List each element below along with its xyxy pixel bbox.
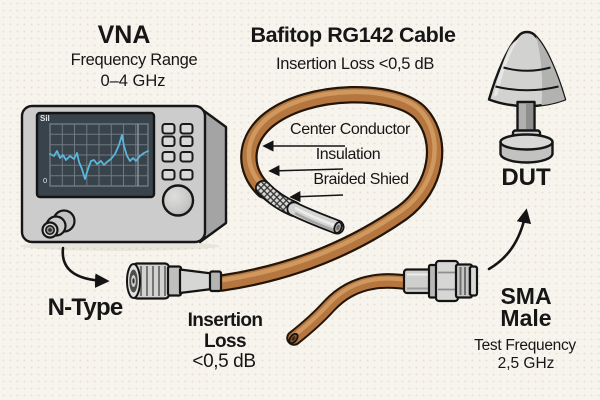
insertion-loss-line1: Insertion [187, 310, 263, 331]
sma-label-line1: SMA [500, 283, 552, 309]
vna-button [161, 135, 176, 147]
cross-section-label-braided-shield: Braided Shied [313, 171, 409, 188]
cable-coil-illustration [213, 86, 444, 292]
arrow-vna-to-ntype [61, 246, 110, 288]
vna-knob [161, 184, 195, 217]
cross-section-label-center-conductor: Center Conductor [290, 121, 410, 138]
n-type-label: N-Type [47, 294, 124, 321]
dut-label: DUT [501, 164, 551, 191]
insertion-loss-line3: <0,5 dB [192, 351, 256, 372]
vna-subtitle-ghz-range: 0–4 GHz [100, 72, 166, 90]
vna-title: VNA [97, 21, 151, 49]
insertion-loss-line2: Loss [204, 331, 247, 352]
cross-section-pointer-lines [262, 140, 345, 203]
vna-button [179, 123, 194, 135]
cable-section-title: Bafitop RG142 Cable [250, 23, 456, 47]
dut-illustration [487, 30, 567, 164]
screen-axis-zero: 0 [43, 176, 48, 185]
vna-button [161, 151, 176, 163]
vna-shadow [20, 241, 220, 251]
vna-buttons [161, 123, 194, 181]
pointer-braided-shield [289, 191, 344, 203]
vna-button [161, 123, 176, 135]
test-frequency-label: Test Frequency [474, 337, 576, 354]
pointer-insulation [268, 165, 344, 177]
vna-screen [35, 111, 156, 199]
screen-trace-line [49, 134, 149, 180]
cross-section-label-insulation: Insulation [315, 146, 381, 163]
sma-connector-illustration [402, 259, 479, 303]
vna-button [179, 151, 194, 163]
vna-button [179, 169, 194, 181]
stripped-cable-tip [286, 201, 345, 235]
sma-cable-illustration [286, 273, 420, 346]
vna-device-illustration [20, 104, 228, 251]
vna-button [161, 169, 176, 181]
arrow-sma-to-dut [487, 208, 532, 271]
n-type-connector-illustration [126, 262, 223, 300]
screen-s11-label: Sil [40, 114, 50, 123]
test-frequency-value: 2,5 GHz [497, 355, 555, 372]
cable-section-subtitle: Insertion Loss <0,5 dB [275, 55, 435, 73]
sma-label-line2: Male [500, 305, 552, 331]
vna-subtitle-frequency-range: Frequency Range [70, 51, 198, 69]
vna-button [179, 135, 194, 147]
vna-port-n-connector [41, 209, 76, 239]
